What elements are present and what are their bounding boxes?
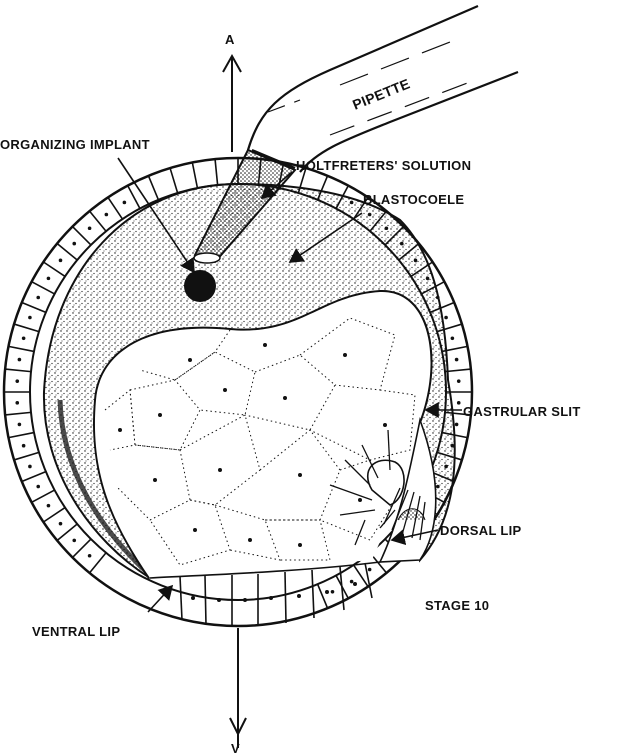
gastrular-slit-label: GASTRULAR SLIT (463, 404, 581, 419)
cell-nucleus (36, 296, 40, 300)
cell-nucleus (59, 259, 63, 263)
axis-bottom-label: V (231, 741, 240, 756)
pipette-label: PIPETTE (350, 75, 412, 112)
cell-nucleus (368, 568, 372, 572)
cell-nucleus (88, 554, 92, 558)
holtfreters-solution-label: HOLTFRETERS' SOLUTION (296, 158, 471, 173)
ventral-lip-label: VENTRAL LIP (32, 624, 120, 639)
cell-nucleus (47, 277, 51, 281)
cell-nucleus (47, 504, 51, 508)
cell-nucleus (36, 485, 40, 489)
cell-nucleus (88, 226, 92, 230)
cell-nucleus (15, 379, 19, 383)
cell-nucleus (72, 539, 76, 543)
cell-nucleus (350, 580, 354, 584)
cell-nucleus (18, 358, 22, 362)
cell-nucleus (18, 423, 22, 427)
cell-nucleus (28, 465, 32, 469)
organizing-implant (184, 270, 216, 302)
cell-nucleus (105, 213, 109, 217)
cell-nucleus (72, 242, 76, 246)
stage-label: STAGE 10 (425, 598, 489, 613)
dorsal-lip-label: DORSAL LIP (440, 523, 522, 538)
cell-nucleus (22, 337, 26, 341)
cell-nucleus (451, 337, 455, 341)
cell-nucleus (444, 316, 448, 320)
cell-nucleus (457, 401, 461, 405)
cell-nucleus (331, 590, 335, 594)
blastocoele-label: BLASTOCOELE (363, 192, 464, 207)
cell-nucleus (15, 401, 19, 405)
cell-nucleus (22, 444, 26, 448)
cell-nucleus (455, 358, 459, 362)
cell-nucleus (28, 316, 32, 320)
axis-top-label: A (225, 32, 235, 47)
cell-nucleus (59, 522, 63, 526)
cell-nucleus (457, 379, 461, 383)
cell-nucleus (455, 423, 459, 427)
organizing-implant-label: ORGANIZING IMPLANT (0, 137, 150, 152)
cell-nucleus (123, 201, 127, 205)
